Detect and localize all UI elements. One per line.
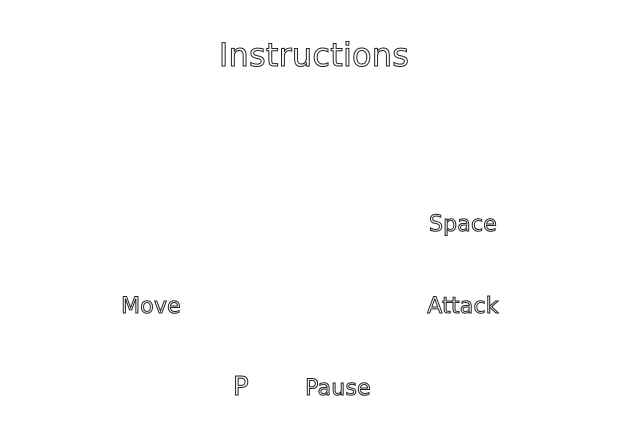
pause-key-label: P bbox=[233, 372, 250, 403]
attack-action-label: Attack bbox=[427, 294, 499, 320]
move-action-label: Move bbox=[121, 294, 182, 320]
pause-action-label: Pause bbox=[305, 376, 371, 402]
screen-title: Instructions bbox=[218, 36, 410, 75]
attack-key-label: Space bbox=[428, 212, 498, 238]
